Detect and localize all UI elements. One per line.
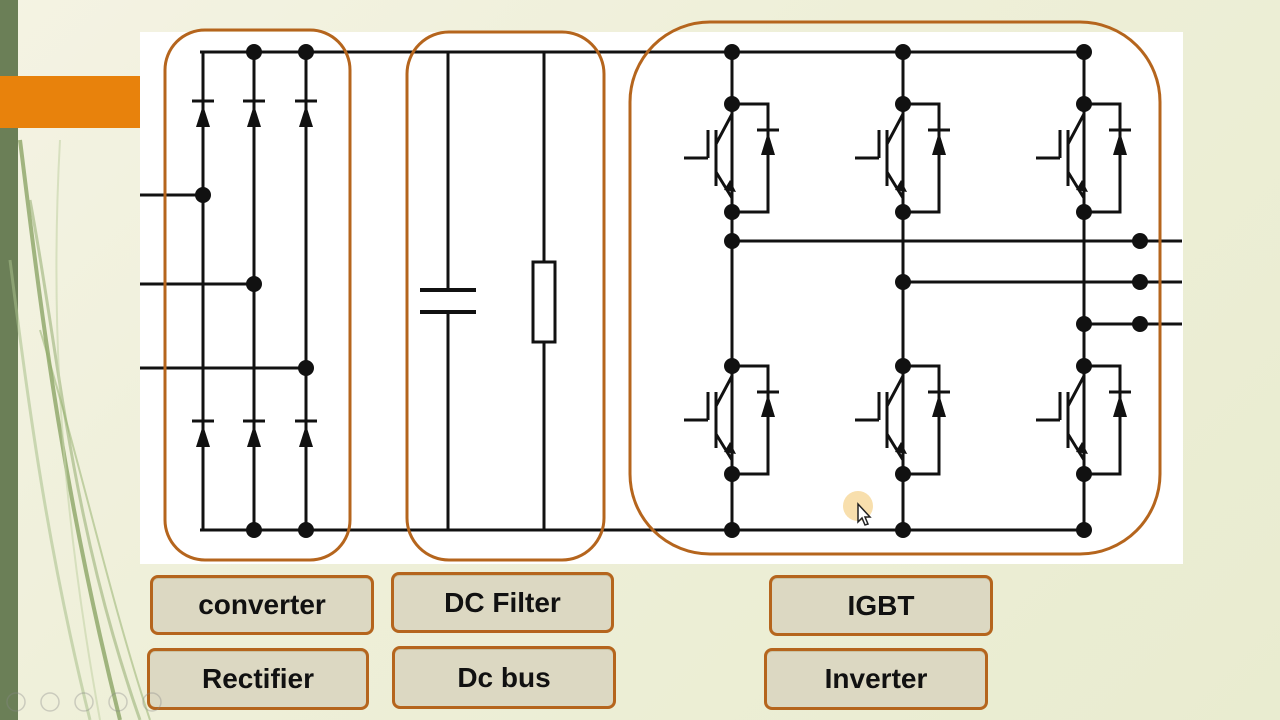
rectifier-label: Rectifier <box>147 648 369 710</box>
title-accent-tab <box>0 76 140 128</box>
dc-filter-label: DC Filter <box>391 572 614 633</box>
igbt-label: IGBT <box>769 575 993 636</box>
circuit-panel <box>140 32 1183 564</box>
inverter-outline <box>628 20 1162 556</box>
mouse-cursor-icon <box>843 491 873 526</box>
rectifier-bridge <box>140 44 319 538</box>
inverter-label: Inverter <box>764 648 988 710</box>
slide-side-bar <box>0 0 18 720</box>
dc-filter-components <box>420 52 557 530</box>
rectifier-outline <box>163 28 352 562</box>
converter-label: converter <box>150 575 374 635</box>
dc-bus-label: Dc bus <box>392 646 616 709</box>
presentation-controls-icon[interactable] <box>4 690 174 714</box>
dc-filter-outline <box>405 30 606 562</box>
grass-decoration <box>8 139 151 720</box>
inverter-bridge <box>682 44 1182 538</box>
